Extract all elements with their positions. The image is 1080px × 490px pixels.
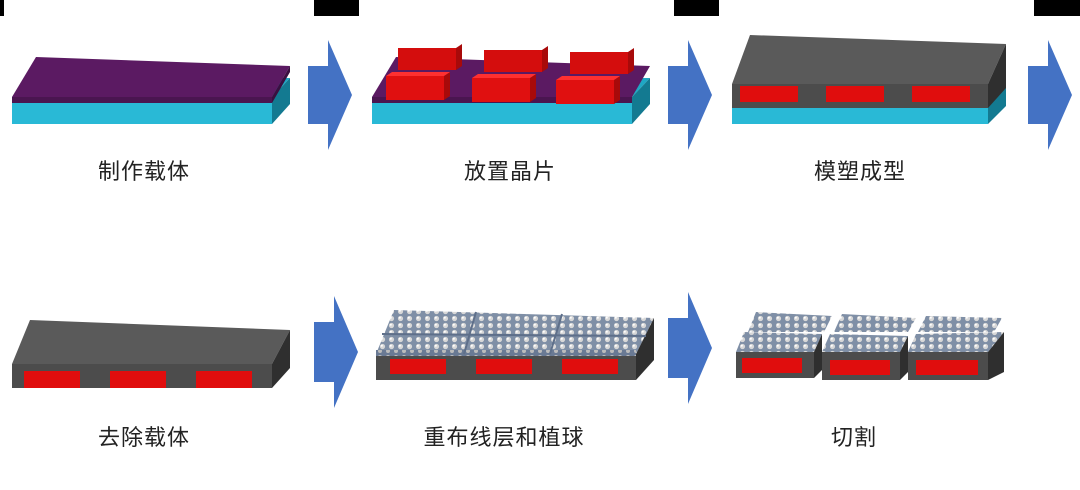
arrow-right-4 (314, 296, 358, 408)
step-4-label: 去除载体 (97, 426, 190, 451)
step-3-label: 模塑成型 (813, 160, 906, 185)
arrow-right-3 (1028, 40, 1072, 150)
step-6-label: 切割 (830, 426, 877, 451)
step-2-die-placement-graphic (372, 44, 650, 124)
top-edge-mark-left (0, 0, 4, 16)
step-1-label: 制作载体 (97, 160, 190, 185)
arrow-right-5 (668, 292, 712, 404)
step-2-label: 放置晶片 (463, 160, 556, 185)
step-1-carrier-graphic (12, 57, 290, 124)
top-edge-mark-2 (674, 0, 719, 16)
step-5-rdl-ball-graphic (376, 310, 654, 380)
step-3-molding-graphic (732, 35, 1006, 124)
top-edge-mark-1 (314, 0, 359, 16)
top-edge-mark-3 (1034, 0, 1080, 16)
arrow-right-2 (668, 40, 712, 150)
step-4-carrier-removal-graphic (12, 320, 290, 388)
step-5-label: 重布线层和植球 (423, 426, 585, 451)
step-6-singulation-graphic (736, 312, 1004, 380)
arrow-right-1 (308, 40, 352, 150)
